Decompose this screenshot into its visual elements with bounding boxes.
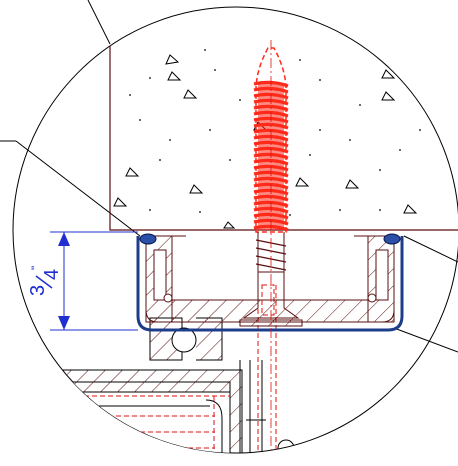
screw-thread <box>253 176 289 184</box>
leader-right-upper <box>403 235 458 263</box>
dimension-three-quarter-inch: 3 4 " <box>27 231 138 331</box>
leader-top <box>87 0 111 45</box>
screw-thread <box>253 158 289 166</box>
leader-right-lower <box>393 327 458 353</box>
dimension-arrow-bottom <box>58 316 70 330</box>
screw-thread <box>253 122 289 130</box>
screw-thread <box>253 194 289 202</box>
dimension-arrow-top <box>58 232 70 246</box>
screw-thread <box>253 140 289 148</box>
dimension-numerator: 3 <box>27 285 49 296</box>
screw-thread <box>253 212 289 220</box>
sealant-bead-left <box>139 233 157 245</box>
dimension-unit-mark: " <box>29 266 43 270</box>
leader-left-diag <box>15 140 141 237</box>
sealant-beads <box>139 233 401 245</box>
screw-thread <box>253 104 289 112</box>
sealant-bead-right <box>383 233 401 245</box>
dimension-denominator: 4 <box>41 269 63 280</box>
channel-profile <box>136 235 404 332</box>
screw-thread <box>253 86 289 94</box>
leader-lines <box>0 0 458 353</box>
dimension-fraction-bar <box>35 275 53 289</box>
